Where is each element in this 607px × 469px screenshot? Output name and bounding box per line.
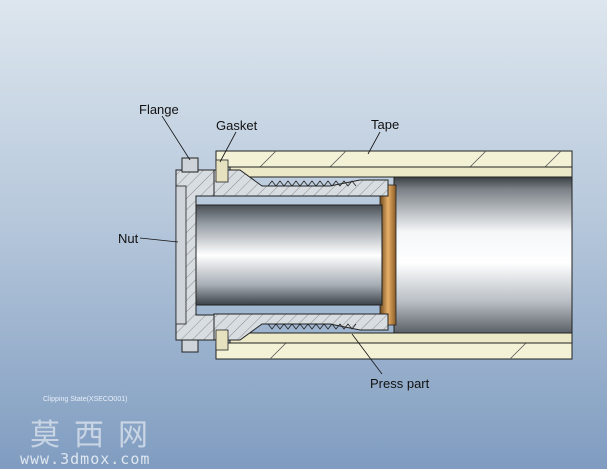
press-part-label: Press part — [370, 376, 430, 391]
flange-label: Flange — [139, 102, 179, 117]
pipe-bore — [393, 176, 573, 334]
gasket-bottom — [215, 329, 229, 351]
leader-lines — [139, 115, 383, 375]
gasket-label: Gasket — [216, 118, 258, 133]
thread-bottom — [267, 323, 357, 330]
tape-bottom — [215, 342, 573, 360]
insert-tube — [195, 204, 383, 306]
watermark-chinese: 莫西网 — [30, 418, 162, 453]
flange-collar-bottom — [181, 339, 199, 353]
fitting-body-top — [213, 169, 389, 197]
watermark-url: www.3dmox.com — [20, 450, 151, 468]
clipping-caption: Clipping State(XSECO001) — [43, 396, 128, 403]
flange-collar — [181, 157, 199, 173]
tape-hatching — [259, 150, 562, 360]
gasket-top — [215, 159, 229, 183]
nut-face — [175, 185, 187, 325]
pipe-wall-bottom — [229, 332, 573, 344]
nut-label: Nut — [118, 231, 139, 246]
tape-top — [215, 150, 573, 168]
pipe-wall-top — [229, 166, 573, 178]
thread-top — [267, 180, 357, 187]
tape-label: Tape — [371, 117, 400, 132]
